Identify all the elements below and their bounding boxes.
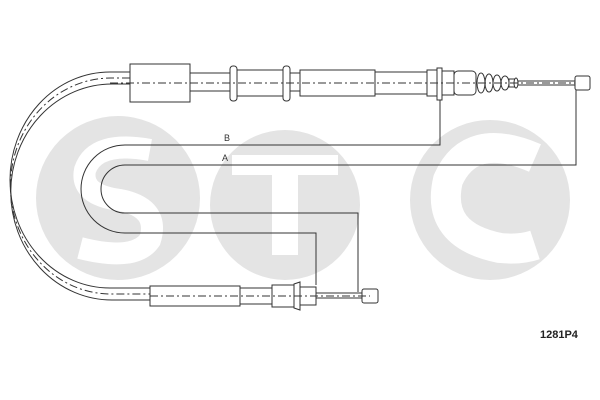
part-number: 1281P4 bbox=[540, 329, 578, 341]
dimension-lines bbox=[80, 75, 577, 292]
dimension-label-a: A bbox=[222, 153, 228, 163]
stc-watermark bbox=[36, 116, 570, 280]
dimension-label-b: B bbox=[224, 133, 230, 143]
cable-sheath bbox=[9, 71, 150, 301]
